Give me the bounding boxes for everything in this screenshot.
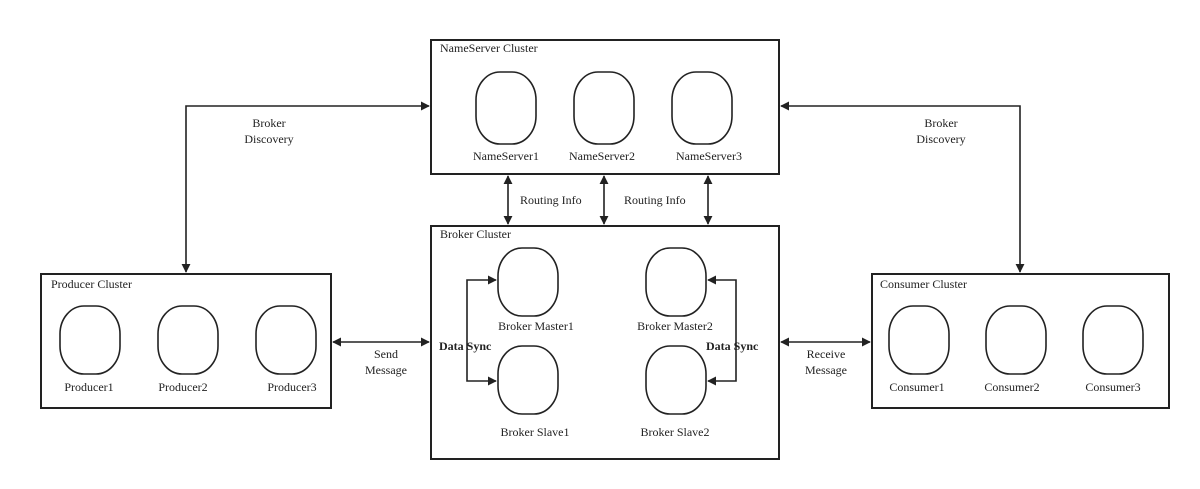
consumer-2-label: Consumer2 bbox=[984, 380, 1039, 394]
send-message-line2: Message bbox=[365, 363, 407, 377]
broker-slave-1-label: Broker Slave1 bbox=[501, 425, 570, 439]
receive-message-line1: Receive bbox=[807, 347, 846, 361]
broker-discovery-right-arrow bbox=[780, 101, 1025, 273]
broker-discovery-left: Broker Discovery bbox=[181, 101, 430, 273]
broker-cluster: Broker Cluster Broker Master1 Broker Mas… bbox=[430, 225, 780, 460]
broker-discovery-right-line2: Discovery bbox=[916, 132, 965, 146]
nameserver-node-2 bbox=[573, 71, 635, 145]
nameserver-3-label: NameServer3 bbox=[676, 149, 742, 163]
nameserver-1-label: NameServer1 bbox=[473, 149, 539, 163]
consumer-cluster-title: Consumer Cluster bbox=[880, 277, 967, 291]
consumer-1-label: Consumer1 bbox=[889, 380, 944, 394]
broker-cluster-title: Broker Cluster bbox=[440, 227, 511, 241]
nameserver-node-1 bbox=[475, 71, 537, 145]
receive-message: Receive Message bbox=[780, 337, 871, 377]
consumer-node-1 bbox=[888, 305, 950, 375]
consumer-3-label: Consumer3 bbox=[1085, 380, 1140, 394]
broker-discovery-right: Broker Discovery bbox=[780, 101, 1025, 273]
producer-node-2 bbox=[157, 305, 219, 375]
broker-discovery-left-line2: Discovery bbox=[244, 132, 293, 146]
producer-node-3 bbox=[255, 305, 317, 375]
broker-master-1-node bbox=[497, 247, 559, 317]
producer-2-label: Producer2 bbox=[158, 380, 207, 394]
consumer-node-2 bbox=[985, 305, 1047, 375]
data-sync-left-arrow bbox=[466, 275, 497, 386]
producer-1-label: Producer1 bbox=[64, 380, 113, 394]
data-sync-right-label: Data Sync bbox=[706, 339, 759, 353]
nameserver-node-3 bbox=[671, 71, 733, 145]
broker-discovery-left-arrow bbox=[181, 101, 430, 273]
nameserver-2-label: NameServer2 bbox=[569, 149, 635, 163]
broker-master-2-node bbox=[645, 247, 707, 317]
routing-info-connectors: Routing Info Routing Info bbox=[503, 175, 713, 225]
producer-node-1 bbox=[59, 305, 121, 375]
producer-cluster: Producer Cluster Producer1 Producer2 Pro… bbox=[40, 273, 332, 409]
send-message: Send Message bbox=[332, 337, 430, 377]
receive-message-line2: Message bbox=[805, 363, 847, 377]
consumer-node-3 bbox=[1082, 305, 1144, 375]
broker-discovery-left-line1: Broker bbox=[252, 116, 285, 130]
broker-slave-2-label: Broker Slave2 bbox=[641, 425, 710, 439]
broker-master-1-label: Broker Master1 bbox=[498, 319, 574, 333]
broker-discovery-right-line1: Broker bbox=[924, 116, 957, 130]
broker-master-2-label: Broker Master2 bbox=[637, 319, 713, 333]
nameserver-cluster-title: NameServer Cluster bbox=[440, 41, 538, 55]
consumer-cluster: Consumer Cluster Consumer1 Consumer2 Con… bbox=[871, 273, 1170, 409]
broker-slave-1-node bbox=[497, 345, 559, 415]
routing-info-right-label: Routing Info bbox=[624, 193, 686, 207]
send-message-line1: Send bbox=[374, 347, 398, 361]
data-sync-left-label: Data Sync bbox=[439, 339, 492, 353]
routing-info-left-label: Routing Info bbox=[520, 193, 582, 207]
broker-slave-2-node bbox=[645, 345, 707, 415]
nameserver-cluster: NameServer Cluster NameServer1 NameServe… bbox=[430, 39, 780, 175]
producer-cluster-title: Producer Cluster bbox=[51, 277, 132, 291]
data-sync-right-arrow bbox=[707, 275, 737, 386]
producer-3-label: Producer3 bbox=[267, 380, 316, 394]
